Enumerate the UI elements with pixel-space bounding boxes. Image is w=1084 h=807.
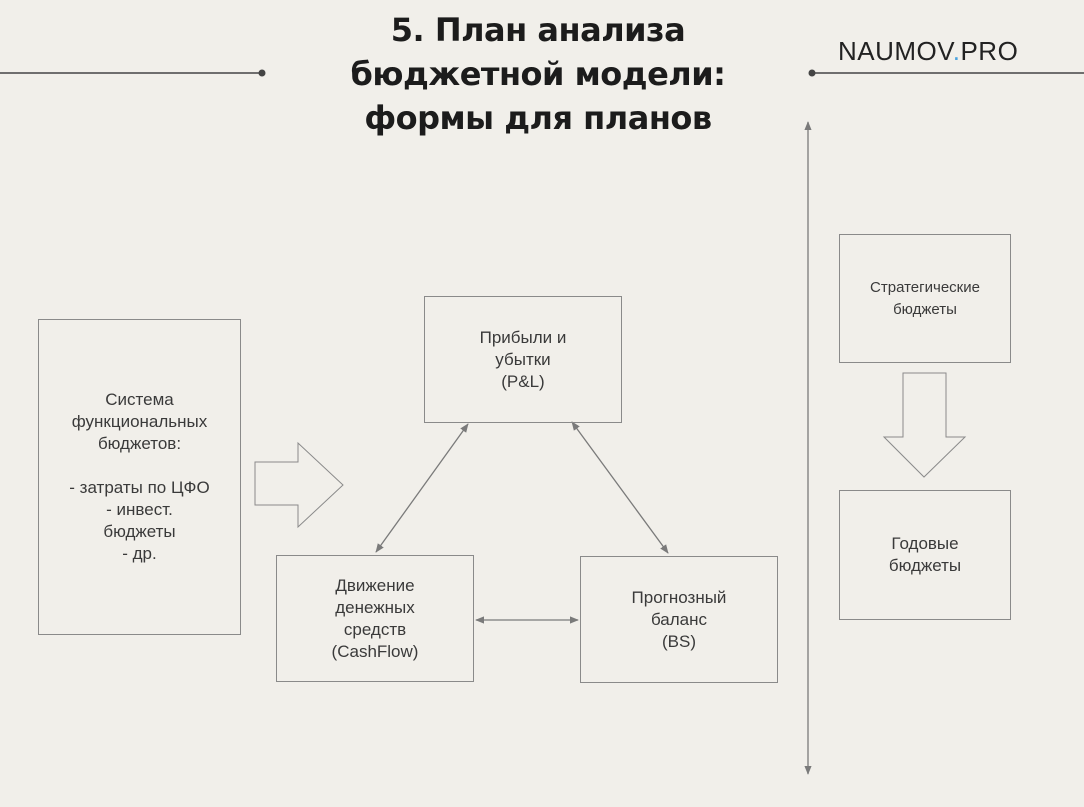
strategic-budgets-box: Стратегические бюджеты xyxy=(839,234,1011,363)
title-line-1: 5. План анализа xyxy=(390,11,686,49)
arrow-pl-cashflow xyxy=(375,423,469,553)
right-arrow-shape xyxy=(254,441,344,529)
down-arrow-shape xyxy=(882,372,967,478)
brand-dot: . xyxy=(952,36,961,66)
title-line-3: формы для планов xyxy=(364,99,712,137)
slide-title: 5. План анализа бюджетной модели: формы … xyxy=(288,8,788,140)
arrow-pl-bs xyxy=(571,421,669,554)
annual-budgets-box: Годовые бюджеты xyxy=(839,490,1011,620)
brand-main: NAUMOV xyxy=(838,36,953,66)
title-line-2: бюджетной модели: xyxy=(350,55,726,93)
balance-sheet-box: Прогнозный баланс (BS) xyxy=(580,556,778,683)
header-line-left xyxy=(0,69,266,77)
cashflow-box: Движение денежных средств (CashFlow) xyxy=(276,555,474,682)
brand-suffix: PRO xyxy=(960,36,1019,66)
pl-box: Прибыли и убытки (P&L) xyxy=(424,296,622,423)
functional-budgets-box: Система функциональных бюджетов: - затра… xyxy=(38,319,241,635)
header-line-right xyxy=(808,69,1084,77)
brand-logo: NAUMOV.PRO xyxy=(838,36,1018,67)
